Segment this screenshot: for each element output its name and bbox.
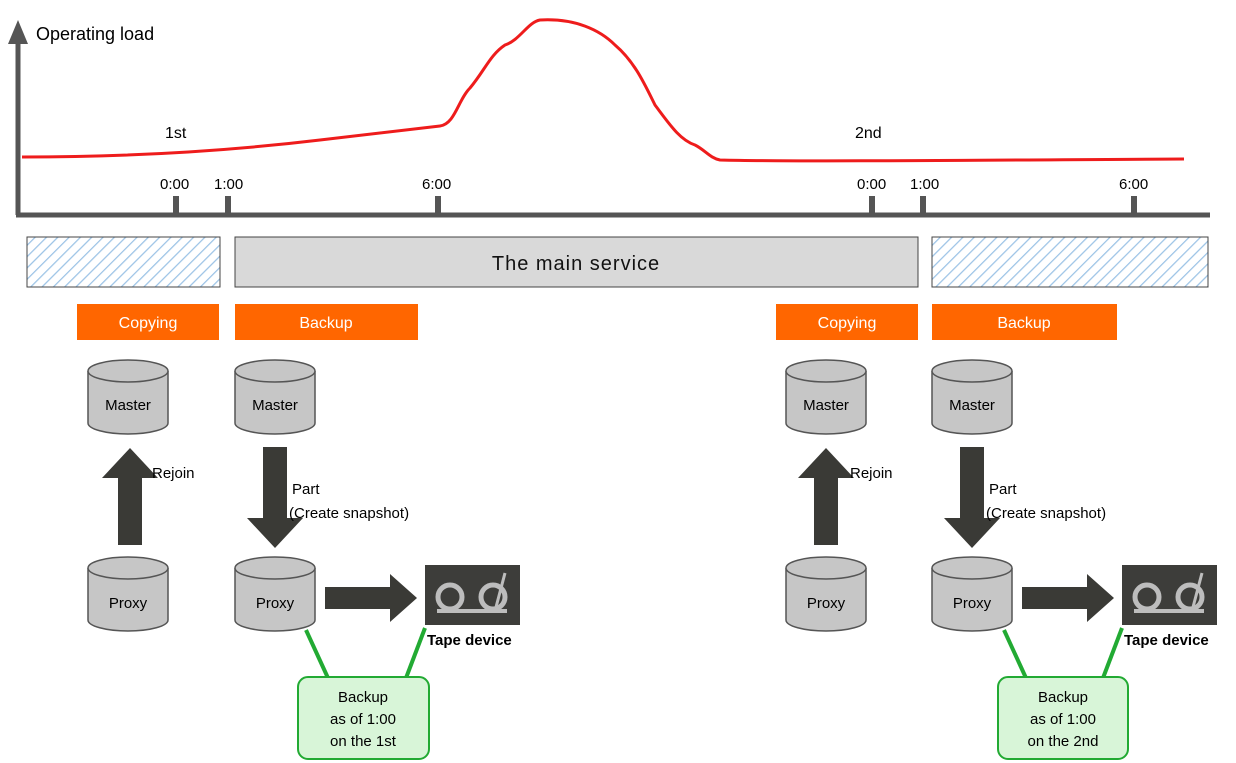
rejoin-arrow-icon xyxy=(102,448,158,545)
tape-device-label: Tape device xyxy=(1124,632,1209,649)
tick-label: 6:00 xyxy=(422,176,451,193)
operating-load-curve xyxy=(21,18,1185,163)
backup-group-1st: Master Part (Create snapshot) Proxy Tape… xyxy=(234,359,520,760)
copying-task-box xyxy=(776,304,918,340)
backup-task-label: Backup xyxy=(997,315,1050,332)
main-service-label: The main service xyxy=(492,253,660,275)
time-ticks xyxy=(173,196,1137,216)
backup-note-line: as of 1:00 xyxy=(330,711,396,728)
backup-task-label: Backup xyxy=(299,315,352,332)
rejoin-label: Rejoin xyxy=(850,465,893,482)
tape-device-label: Tape device xyxy=(427,632,512,649)
proxy-volume-icon xyxy=(87,556,169,632)
day-label-1st: 1st xyxy=(165,125,187,142)
create-snapshot-label: (Create snapshot) xyxy=(986,505,1106,522)
master-volume-label: Master xyxy=(803,397,849,414)
proxy-volume-icon xyxy=(931,556,1013,632)
part-label: Part xyxy=(989,481,1017,498)
backup-note-line: Backup xyxy=(1038,689,1088,706)
backup-arrow-icon xyxy=(1022,574,1114,622)
tick-label: 0:00 xyxy=(160,176,189,193)
copying-task-label: Copying xyxy=(119,315,178,332)
rejoin-arrow-icon xyxy=(798,448,854,545)
copying-task-label: Copying xyxy=(818,315,877,332)
tape-device-icon xyxy=(425,565,520,625)
main-service-bar xyxy=(234,236,919,288)
backup-note-line: on the 2nd xyxy=(1028,733,1099,750)
part-arrow-icon xyxy=(247,447,303,548)
tick-label: 1:00 xyxy=(910,176,939,193)
rejoin-label: Rejoin xyxy=(152,465,195,482)
off-hours-band xyxy=(26,236,221,288)
create-snapshot-label: (Create snapshot) xyxy=(289,505,409,522)
master-volume-label: Master xyxy=(105,397,151,414)
copying-task-box xyxy=(77,304,219,340)
backup-note-line: on the 1st xyxy=(330,733,397,750)
chart-axes xyxy=(8,20,1210,218)
backup-note-line: as of 1:00 xyxy=(1030,711,1096,728)
day-label-2nd: 2nd xyxy=(855,125,882,142)
copying-group-1st: Master Rejoin Proxy xyxy=(87,359,195,632)
backup-task-box xyxy=(932,304,1117,340)
backup-task-box xyxy=(235,304,418,340)
copying-group-2nd: Master Rejoin Proxy xyxy=(785,359,893,632)
tape-device-icon xyxy=(1122,565,1217,625)
part-label: Part xyxy=(292,481,320,498)
backup-note xyxy=(997,676,1129,760)
tick-label: 1:00 xyxy=(214,176,243,193)
part-arrow-icon xyxy=(944,447,1000,548)
proxy-volume-icon xyxy=(234,556,316,632)
proxy-volume-label: Proxy xyxy=(953,595,992,612)
backup-note xyxy=(297,676,430,760)
backup-note-line: Backup xyxy=(338,689,388,706)
proxy-volume-label: Proxy xyxy=(256,595,295,612)
tick-label: 0:00 xyxy=(857,176,886,193)
proxy-volume-icon xyxy=(785,556,867,632)
tick-label: 6:00 xyxy=(1119,176,1148,193)
y-axis-label: Operating load xyxy=(36,24,154,44)
backup-group-2nd: Master Part (Create snapshot) Proxy Tape… xyxy=(931,359,1217,760)
proxy-volume-label: Proxy xyxy=(109,595,148,612)
proxy-volume-label: Proxy xyxy=(807,595,846,612)
backup-arrow-icon xyxy=(325,574,417,622)
master-volume-label: Master xyxy=(252,397,298,414)
off-hours-band xyxy=(931,236,1209,288)
master-volume-label: Master xyxy=(949,397,995,414)
